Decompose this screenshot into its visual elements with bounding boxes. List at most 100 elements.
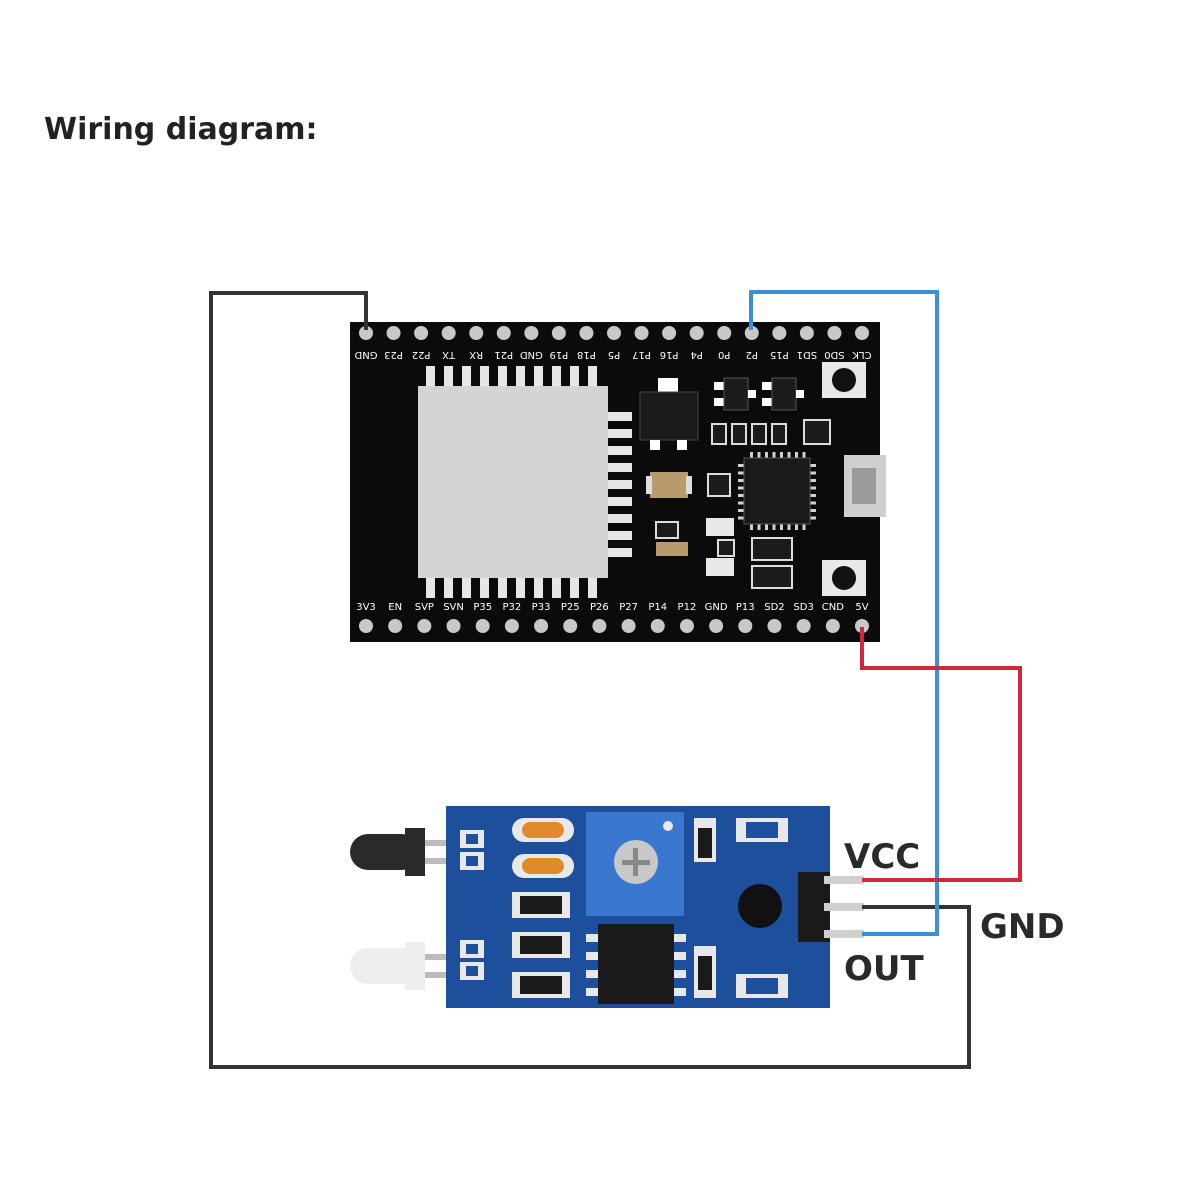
module-pad	[534, 366, 543, 388]
chip-pin	[750, 452, 753, 460]
module-pad	[606, 446, 632, 455]
header-pin-bottom	[534, 619, 549, 633]
chip-pin	[808, 464, 816, 467]
module-pad	[588, 366, 597, 388]
header-pin-top	[579, 326, 594, 340]
diagram-title: Wiring diagram:	[44, 112, 318, 147]
pin-label-bottom: P14	[648, 602, 667, 613]
header-pin-top	[469, 326, 484, 340]
pin-label-top: P21	[494, 349, 513, 360]
tantalum-capacitor	[646, 472, 692, 498]
header-pin-bottom	[709, 619, 724, 633]
module-pad	[570, 576, 579, 598]
module-pad	[480, 366, 489, 388]
pin-label-bottom: P26	[590, 602, 609, 613]
header-pin-top	[744, 326, 759, 340]
pin-label-top: SD0	[824, 349, 844, 360]
pin-label-top: P4	[690, 349, 702, 360]
smd-capacitor	[512, 818, 574, 878]
header-pin-top	[689, 326, 704, 340]
comparator-ic	[586, 924, 686, 1004]
ir-emitter	[350, 942, 449, 990]
module-pad	[516, 576, 525, 598]
module-pad	[588, 576, 597, 598]
chip-pin	[738, 509, 746, 512]
chip-pin	[795, 522, 798, 530]
pin-label-bottom: P12	[678, 602, 697, 613]
chip-pin	[738, 471, 746, 475]
header-pin-top	[386, 326, 401, 340]
chip-pin	[808, 486, 816, 490]
header-pin-top	[524, 326, 539, 340]
header-pin-bottom	[679, 619, 694, 633]
module-pad	[498, 576, 507, 598]
header-pin-top	[799, 326, 814, 340]
module-pad	[606, 412, 632, 421]
mounting-hole	[738, 884, 782, 928]
chip-pin	[765, 452, 768, 460]
smd-component	[655, 473, 793, 589]
module-pad	[516, 366, 525, 388]
header-pin-top	[717, 326, 732, 340]
pin-label-bottom: EN	[388, 602, 402, 613]
chip-pin	[780, 452, 783, 460]
header-pin-bottom	[855, 619, 869, 633]
chip-pin	[772, 452, 776, 460]
pin-label-top: P19	[550, 349, 569, 360]
pin-label-bottom: SVN	[443, 602, 464, 613]
module-pad	[606, 429, 632, 438]
header-pin-top	[634, 326, 649, 340]
header-pin-bottom	[621, 619, 636, 633]
module-pad	[606, 531, 632, 540]
pin-label-top: GND	[520, 349, 543, 360]
module-pad	[606, 463, 632, 472]
header-pin-top	[827, 326, 842, 340]
header-pin-bottom	[446, 619, 461, 633]
pin-label-top: RX	[469, 349, 483, 360]
header-pin-bottom	[359, 619, 373, 633]
header-pin-top	[496, 326, 511, 340]
pin-label-top: P5	[608, 349, 620, 360]
chip-pin	[802, 522, 806, 530]
transistor	[714, 377, 756, 411]
pin-label-bottom: P32	[502, 602, 521, 613]
header-pin-bottom	[417, 619, 432, 633]
chip-pin	[808, 516, 816, 520]
pin-label-bottom: 3V3	[356, 602, 376, 613]
header-pin-top	[855, 326, 869, 340]
header-pin-bottom	[563, 619, 578, 633]
chip-pin	[750, 522, 753, 530]
pin-label-top: P15	[770, 349, 789, 360]
pin-label-top: CLK	[852, 349, 872, 360]
pin-label-top: P16	[660, 349, 679, 360]
pin-label-top: P22	[412, 349, 431, 360]
led-pads	[460, 830, 484, 980]
pin-label-top: SD1	[797, 349, 817, 360]
pin-label-top: TX	[442, 349, 456, 360]
pin-label-bottom: GND	[705, 602, 728, 613]
pin-label-bottom: P33	[532, 602, 551, 613]
pin-label-bottom: 5V	[855, 602, 868, 613]
flame-sensor-module	[350, 806, 864, 1008]
chip-pin	[738, 479, 746, 482]
module-pad	[606, 514, 632, 523]
smd-resistor-row	[711, 419, 831, 445]
vcc-label: VCC	[844, 837, 920, 877]
pin-label-top: P18	[577, 349, 596, 360]
pin-label-bottom: P25	[561, 602, 580, 613]
module-pad	[426, 576, 435, 598]
pin-label-bottom: P13	[736, 602, 755, 613]
module-pad	[570, 366, 579, 388]
module-pad	[462, 366, 471, 388]
usb-uart-chip	[738, 452, 816, 530]
header-pin-bottom	[475, 619, 490, 633]
header-pin-bottom	[796, 619, 811, 633]
module-pad	[606, 480, 632, 489]
pin-label-bottom: CND	[822, 602, 844, 613]
header-pin-top	[359, 326, 373, 340]
header-pin-top	[441, 326, 456, 340]
gnd-wire	[209, 291, 971, 1069]
chip-pin	[787, 452, 791, 460]
